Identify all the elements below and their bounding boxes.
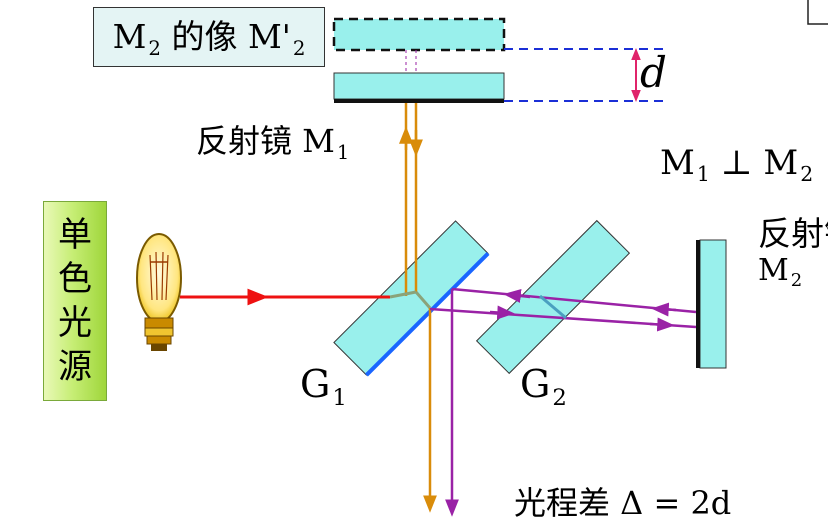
virtual-mirror-image [332, 17, 506, 52]
mirror-m2-label: 反射镜 M2 [758, 214, 828, 292]
g1-label: G1 [300, 362, 347, 411]
perpendicular-label: M1 ⊥ M2 [660, 143, 814, 187]
refracted-ray-g1b [414, 291, 432, 309]
m2-arm-arrow-left [503, 289, 531, 303]
corner-decoration [807, 0, 828, 25]
light-source-panel: 单色光源 [43, 201, 107, 401]
refracted-ray-g1 [389, 290, 417, 299]
gap-d-label: d [640, 48, 667, 97]
compensator-g2 [475, 219, 631, 375]
refracted-ray-g2 [539, 294, 567, 320]
mirror-m2-coating [696, 240, 700, 368]
g2-label: G2 [520, 362, 567, 411]
m2-arm-arrow-right [489, 305, 515, 320]
mirror-m1 [333, 72, 505, 100]
light-bulb-icon [136, 233, 182, 351]
beam-splitter-g1 [333, 220, 490, 377]
mirror-m2 [699, 239, 727, 369]
mirror-m1-coating [334, 99, 504, 103]
m2-arm-arrow-left-2 [651, 302, 677, 317]
light-source-label: 单色光源 [58, 215, 92, 387]
m2-arm-arrow-right-2 [649, 317, 675, 332]
path-difference-label: 光程差 Δ = 2d [514, 484, 732, 522]
